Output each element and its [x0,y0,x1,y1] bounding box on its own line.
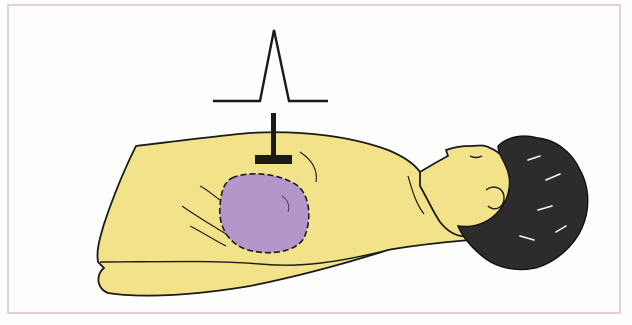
transducer-probe-head [255,155,292,164]
ear [486,187,504,209]
transducer-probe-handle [271,113,276,157]
pulse-waveform [213,30,328,101]
heart-region [220,174,309,253]
